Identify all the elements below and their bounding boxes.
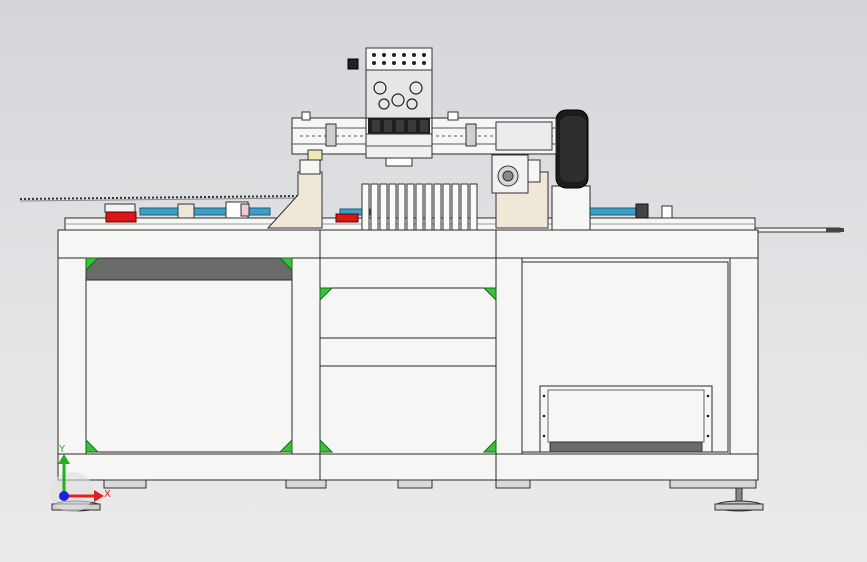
- z-axis-dot: [59, 491, 69, 501]
- right-bay: [521, 261, 729, 453]
- right-column: [551, 109, 591, 231]
- table-fixtures: [177, 201, 673, 223]
- y-axis-label: Y: [58, 444, 66, 455]
- coordinate-triad[interactable]: Y X: [50, 444, 111, 512]
- left-feed-rail: [19, 195, 301, 202]
- placement-head: [347, 47, 433, 167]
- machine-feet: [51, 479, 764, 512]
- right-gantry-support: [491, 154, 549, 229]
- red-clamp-block: [104, 203, 137, 223]
- left-bay: [85, 257, 293, 453]
- x-axis-label: X: [104, 489, 111, 500]
- left-gantry-support: [266, 159, 323, 229]
- nozzle-comb: [361, 183, 478, 247]
- middle-bay: [319, 257, 497, 455]
